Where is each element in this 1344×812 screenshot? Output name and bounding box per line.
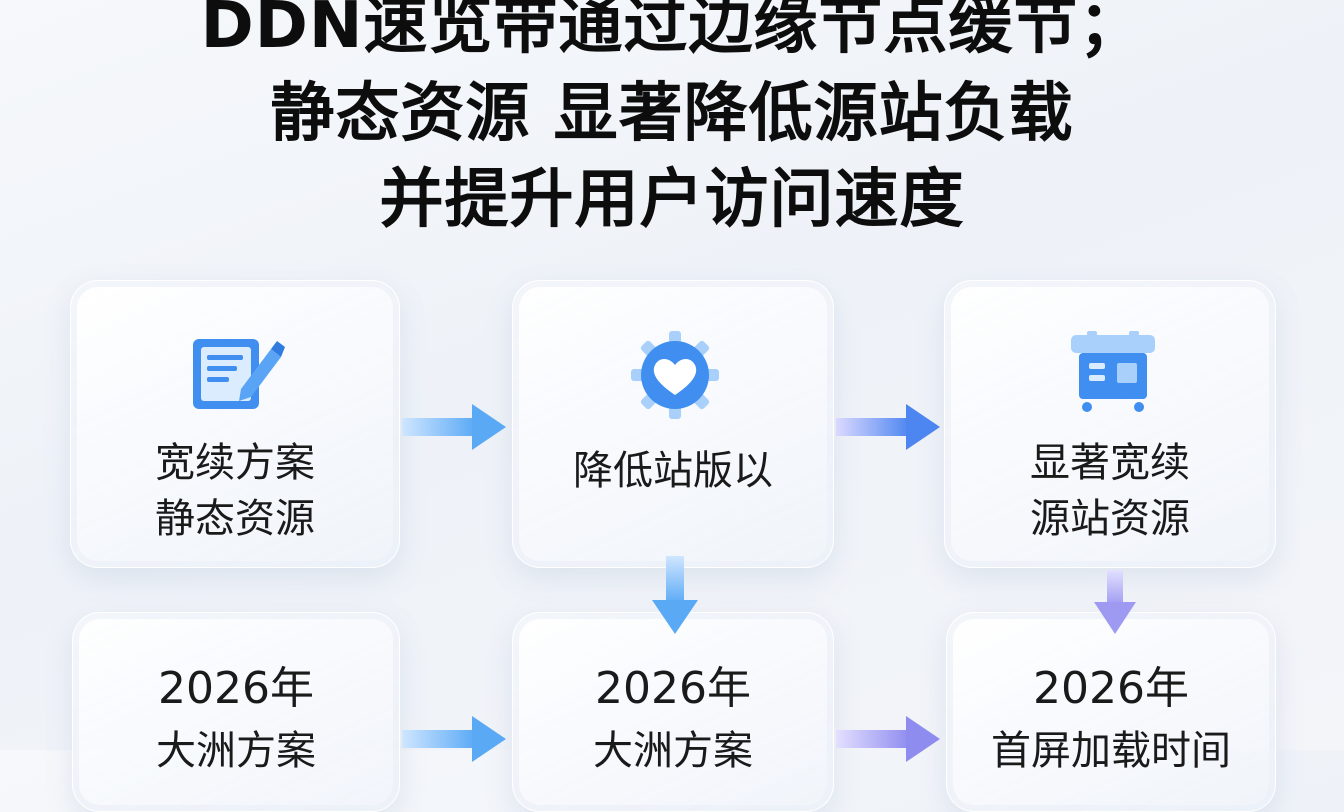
card-4-year: 2026年 xyxy=(158,663,314,714)
title-line-2: 静态资源 显著降低源站负载 xyxy=(270,77,1074,151)
card-1-line-2: 静态资源 xyxy=(155,496,315,542)
arrow-right-icon xyxy=(836,716,940,762)
card-6-line-2: 首屏加载时间 xyxy=(991,728,1231,774)
server-rack-icon xyxy=(1071,331,1155,412)
card-4: 2026年 大洲方案 xyxy=(72,612,400,812)
card-1-line-1: 宽续方案 xyxy=(155,440,315,486)
card-5: 2026年 大洲方案 xyxy=(512,612,834,812)
card-3: 显著宽续 源站资源 xyxy=(944,280,1276,568)
card-6: 2026年 首屏加载时间 xyxy=(946,612,1276,812)
arrow-down-icon xyxy=(652,556,698,634)
card-5-year: 2026年 xyxy=(595,663,751,714)
card-6-year: 2026年 xyxy=(1033,663,1189,714)
arrow-right-icon xyxy=(402,404,506,450)
card-2: 降低站版以 xyxy=(512,280,834,568)
card-3-line-2: 源站资源 xyxy=(1030,496,1190,542)
title-line-3: 并提升用户访问速度 xyxy=(379,163,965,237)
title-line-1: DDN速览带通过边缘节点缓节； xyxy=(200,0,1144,63)
document-edit-icon xyxy=(193,339,285,409)
arrow-down-icon xyxy=(1094,570,1136,634)
card-5-line-2: 大洲方案 xyxy=(593,728,753,774)
card-2-line-1: 降低站版以 xyxy=(573,448,773,494)
card-4-line-2: 大洲方案 xyxy=(156,728,316,774)
arrow-right-icon xyxy=(402,716,506,762)
arrow-right-icon xyxy=(836,404,940,450)
card-3-line-1: 显著宽续 xyxy=(1030,440,1190,486)
gear-heart-icon xyxy=(631,331,719,419)
card-1: 宽续方案 静态资源 xyxy=(70,280,400,568)
